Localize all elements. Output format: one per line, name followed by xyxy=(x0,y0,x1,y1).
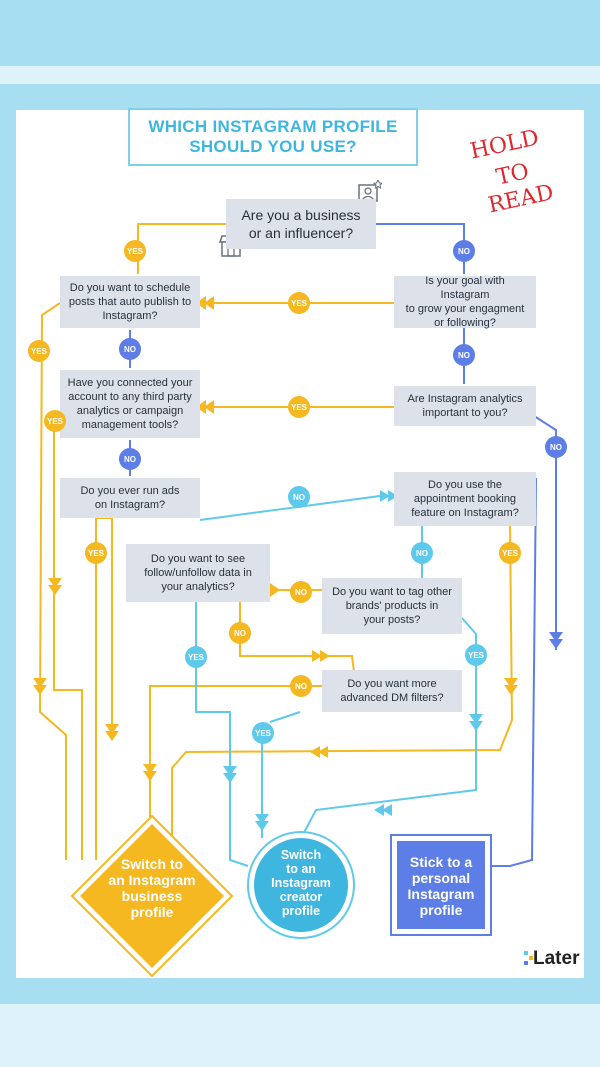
no-badge: NO xyxy=(288,486,310,508)
no-badge: NO xyxy=(119,338,141,360)
no-badge: NO xyxy=(411,542,433,564)
title-line-2: SHOULD YOU USE? xyxy=(189,137,357,156)
title-box: WHICH INSTAGRAM PROFILE SHOULD YOU USE? xyxy=(128,108,418,166)
bottom-band xyxy=(0,1020,600,1067)
yes-badge: YES xyxy=(288,396,310,418)
yes-badge: YES xyxy=(252,722,274,744)
profile-photo-icon xyxy=(358,180,382,202)
yes-badge: YES xyxy=(288,292,310,314)
no-badge: NO xyxy=(290,581,312,603)
no-badge: NO xyxy=(453,344,475,366)
yes-badge: YES xyxy=(124,240,146,262)
title-line-1: WHICH INSTAGRAM PROFILE xyxy=(148,117,398,136)
personal-profile-outcome xyxy=(390,834,492,936)
later-logo: Later xyxy=(524,948,594,972)
later-logo-text: Later xyxy=(533,948,580,969)
yes-badge: YES xyxy=(44,410,66,432)
yes-badge: YES xyxy=(85,542,107,564)
later-logo-mark-icon xyxy=(524,951,533,965)
business-profile-outcome xyxy=(70,814,234,978)
no-badge: NO xyxy=(290,675,312,697)
yes-badge: YES xyxy=(465,644,487,666)
yes-badge: YES xyxy=(185,646,207,668)
no-badge: NO xyxy=(453,240,475,262)
yes-badge: YES xyxy=(499,542,521,564)
no-badge: NO xyxy=(229,622,251,644)
top-band xyxy=(0,0,600,66)
yes-badge: YES xyxy=(28,340,50,362)
no-badge: NO xyxy=(545,436,567,458)
creator-profile-outcome xyxy=(247,831,355,939)
no-badge: NO xyxy=(119,448,141,470)
